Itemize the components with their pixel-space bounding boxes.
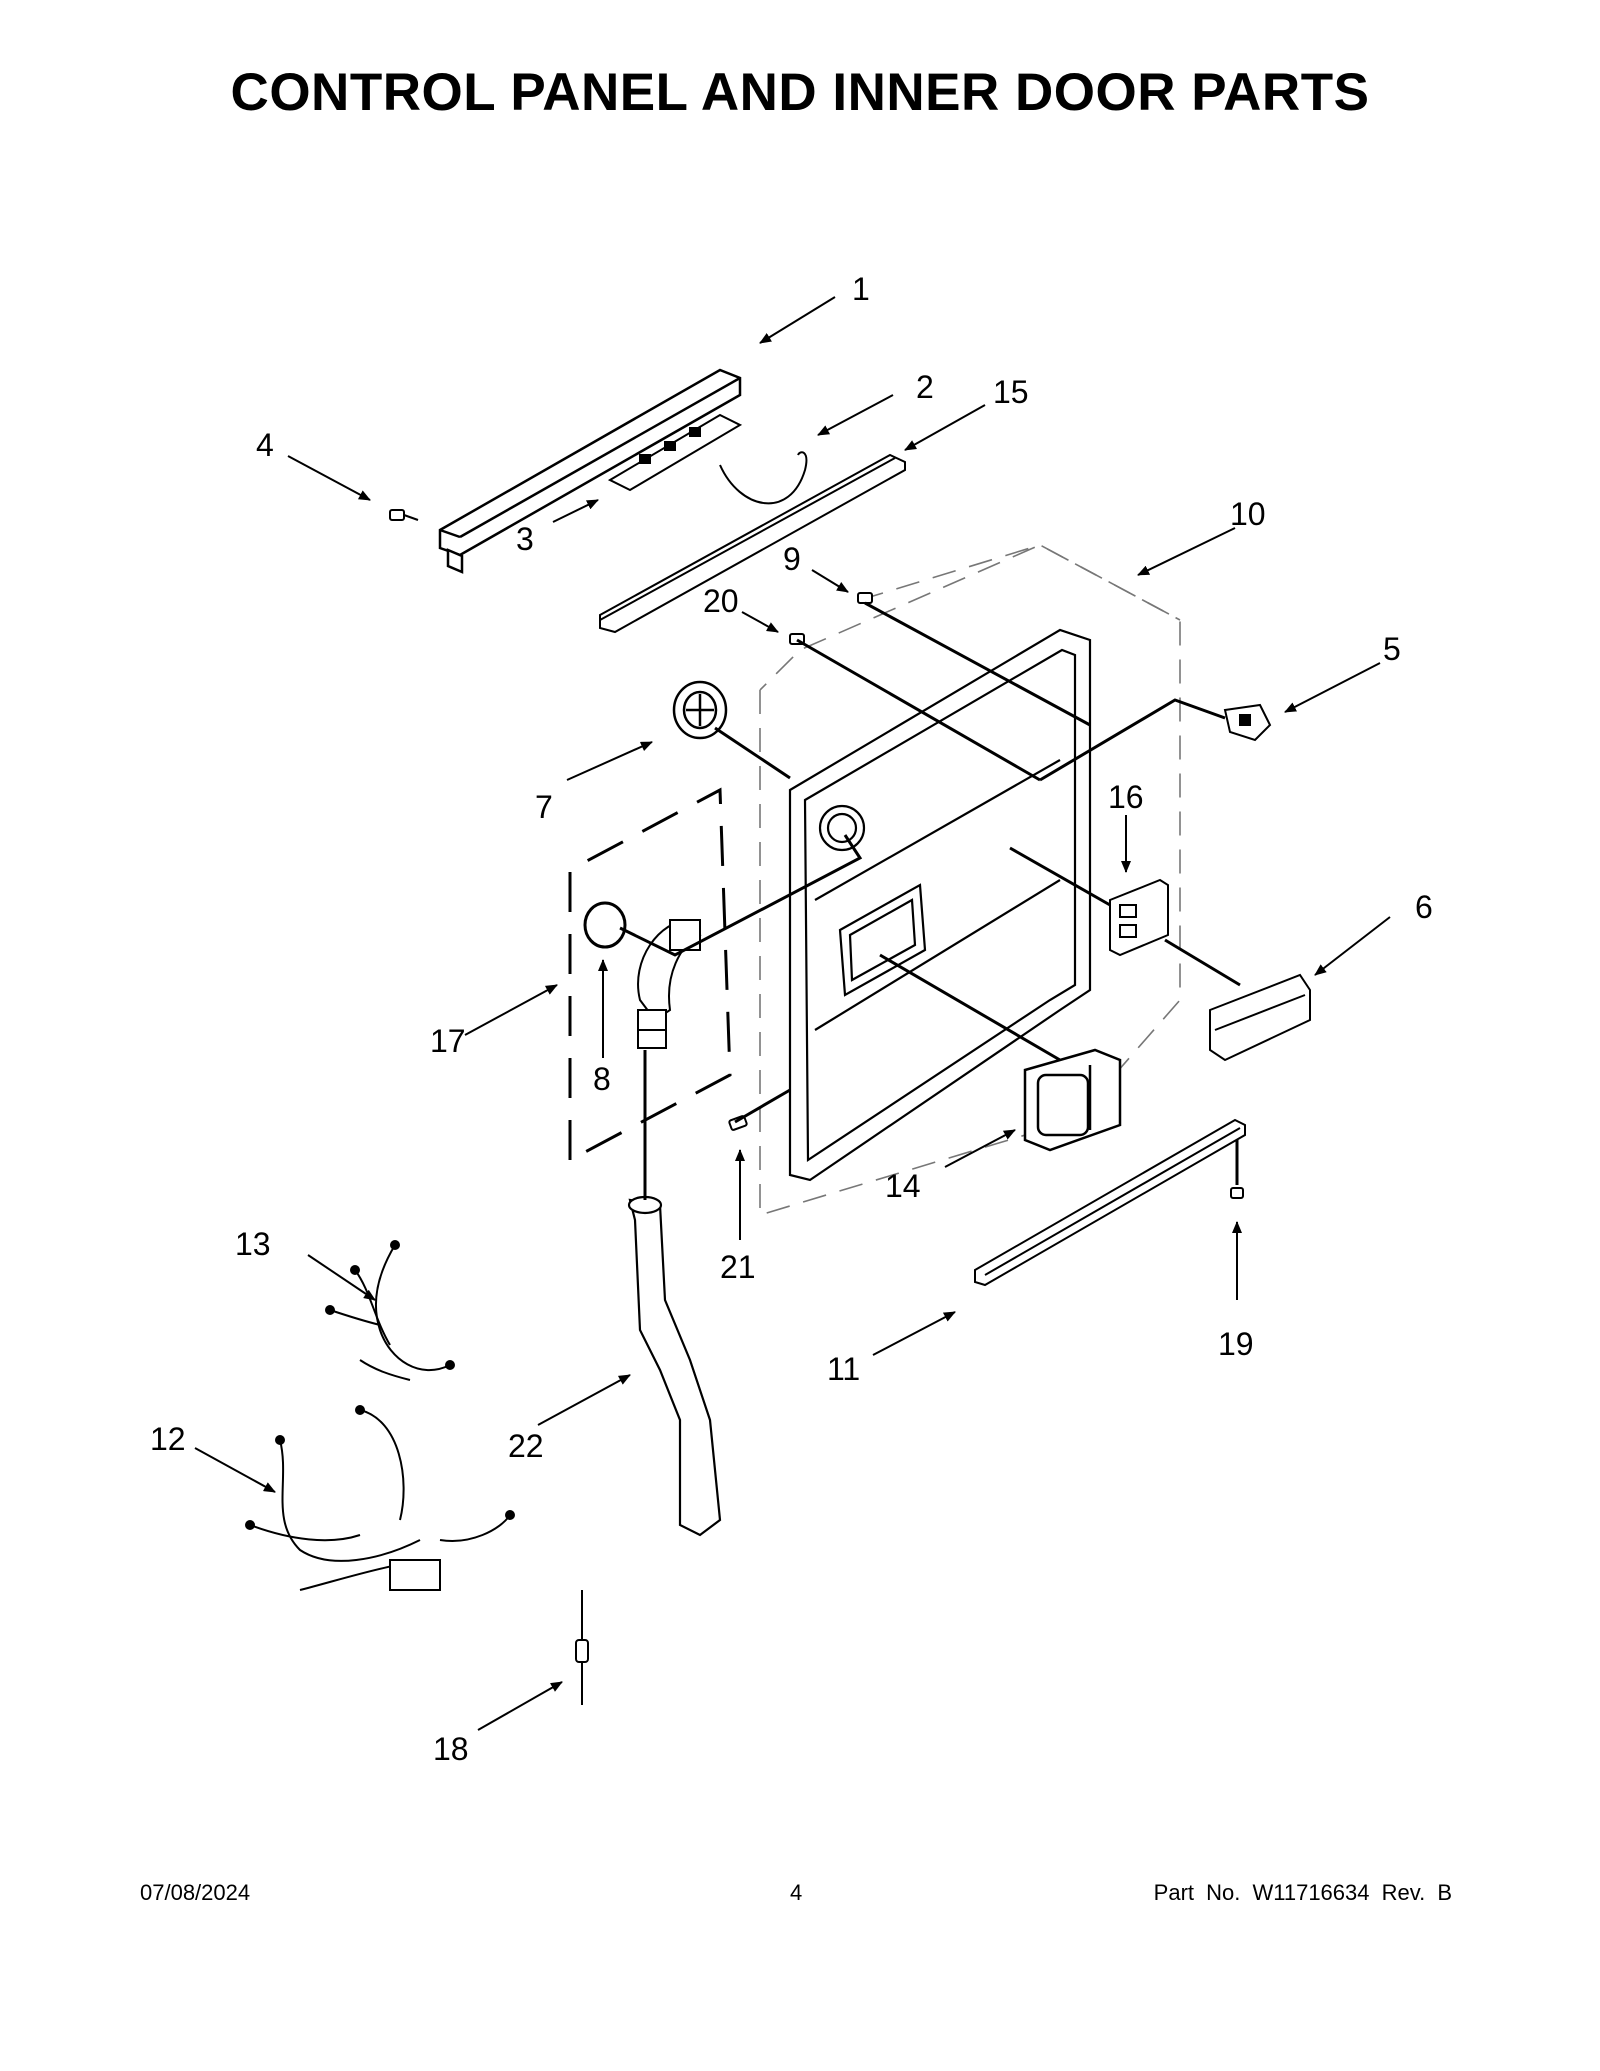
vent-assembly (637, 918, 702, 1049)
wire-harness-12 (245, 1405, 515, 1591)
footer-page-number: 4 (790, 1880, 803, 1905)
screw-21 (728, 1115, 748, 1131)
callout-18: 18 (433, 1731, 469, 1767)
page-title: CONTROL PANEL AND INNER DOOR PARTS (230, 63, 1370, 122)
callout-7: 7 (535, 789, 553, 825)
door-switch (1223, 703, 1272, 742)
wire-harness-13 (325, 1240, 455, 1381)
door-latch (1209, 973, 1311, 1062)
callout-16: 16 (1108, 779, 1144, 815)
callout-12: 12 (150, 1421, 186, 1457)
callout-2: 2 (916, 369, 934, 405)
callout-4: 4 (256, 427, 274, 463)
latch-bracket (1109, 878, 1169, 957)
bottom-trim (974, 1118, 1246, 1287)
callout-19: 19 (1218, 1326, 1254, 1362)
part-17-dashed-box (568, 787, 732, 1162)
vent-duct (627, 1195, 722, 1537)
screw-9 (857, 592, 873, 604)
callout-arrows (194, 296, 1391, 1731)
vent-strip (599, 453, 906, 634)
footer-date: 07/08/2024 (140, 1880, 251, 1905)
callout-13: 13 (235, 1226, 271, 1262)
callout-20: 20 (703, 583, 739, 619)
screw-4 (389, 509, 419, 521)
callout-3: 3 (516, 521, 534, 557)
callout-1: 1 (852, 271, 870, 307)
door-outline-dashed (759, 544, 1181, 1217)
callout-6: 6 (1415, 889, 1433, 925)
gasket-ring (583, 901, 627, 949)
control-panel-console (438, 368, 742, 574)
callout-10: 10 (1230, 496, 1266, 532)
callout-17: 17 (430, 1023, 466, 1059)
detergent-dispenser (1023, 1048, 1122, 1152)
callout-5: 5 (1383, 631, 1401, 667)
interface-cable (719, 451, 808, 505)
callout-21: 21 (720, 1249, 756, 1285)
callout-22: 22 (508, 1428, 544, 1464)
callout-8: 8 (593, 1061, 611, 1097)
callout-9: 9 (783, 541, 801, 577)
callout-15: 15 (993, 374, 1029, 410)
inner-door-panel (788, 628, 1092, 1182)
callout-14: 14 (885, 1168, 921, 1204)
user-interface-board (607, 413, 743, 492)
vent-cap (672, 680, 728, 740)
footer-part-number: Part No. W11716634 Rev. B (1153, 1880, 1452, 1905)
assembly-leader-lines (619, 601, 1241, 1200)
callout-labels: 1 2 3 4 5 6 7 8 9 10 11 12 13 14 15 16 1… (150, 271, 1433, 1767)
thermal-fuse (575, 1590, 589, 1705)
callout-11: 11 (827, 1351, 860, 1387)
